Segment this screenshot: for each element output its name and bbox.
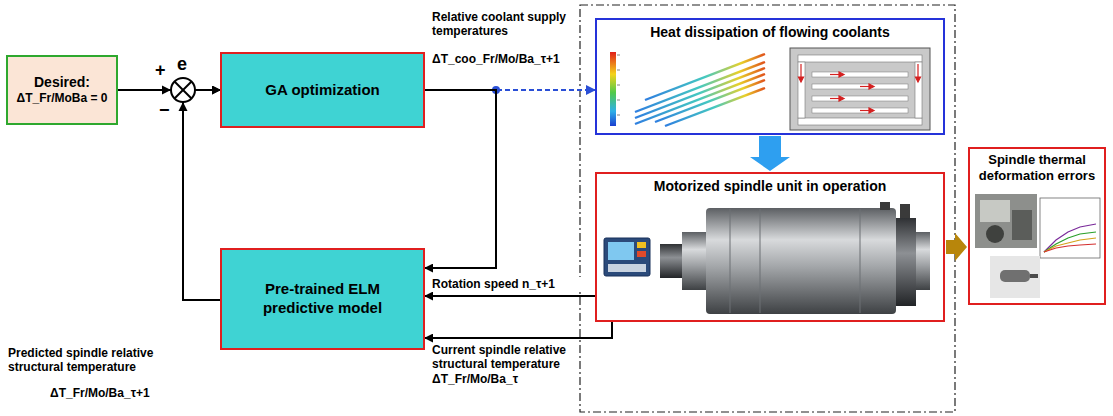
signal-label: Rotation speed n_τ+1 (432, 277, 582, 291)
model-box: Pre-trained ELM predictive model (220, 248, 425, 350)
box-title: Motorized spindle unit in operation (654, 178, 887, 196)
signal-line (425, 295, 595, 297)
flow-arrow (946, 233, 967, 261)
box-title: Spindle thermal deformation errors (973, 152, 1101, 185)
box-title: GA optimization (265, 81, 379, 100)
group-frame (580, 5, 955, 412)
spindle-picture (660, 202, 930, 314)
signal-label: Predicted spindle relative structural te… (8, 346, 208, 375)
process-box: GA optimization (220, 52, 425, 128)
cnc-panel-icon (604, 238, 650, 276)
junction-sign: + (155, 60, 169, 82)
box-title: Desired: (34, 74, 90, 92)
cooling-channel-picture (790, 48, 930, 130)
box-title: Pre-trained ELM predictive model (232, 280, 413, 318)
signal-label: ΔT_coo_Fr/Mo/Ba_τ+1 (432, 52, 577, 66)
signal-line (425, 322, 612, 338)
picture-panel: Spindle thermal deformation errors (968, 147, 1106, 305)
signal-label: Relative coolant supply temperatures (432, 10, 572, 39)
box-title: Heat dissipation of flowing coolants (650, 24, 890, 42)
picture-panel: Motorized spindle unit in operation (595, 172, 945, 322)
junction-sign: e (177, 54, 191, 76)
signal-label: Current spindle relative structural temp… (432, 343, 574, 386)
signal-line (183, 90, 220, 300)
setpoint-box: Desired:ΔT_Fr/MoBa = 0 (6, 55, 118, 125)
box-formula: ΔT_Fr/MoBa = 0 (17, 91, 108, 106)
signal-line (425, 90, 496, 268)
junction-sign: − (159, 100, 173, 122)
flow-arrow (750, 136, 790, 171)
measurement-pictures (975, 194, 1100, 298)
picture-panel: Heat dissipation of flowing coolants (595, 18, 945, 135)
signal-label: ΔT_Fr/Mo/Ba_τ+1 (50, 386, 200, 400)
coolant-flow-picture (610, 52, 765, 126)
